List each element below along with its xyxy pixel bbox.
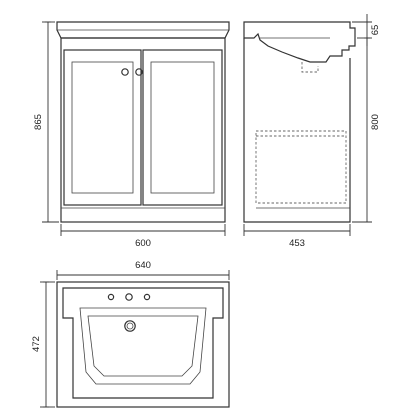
side-view: 65 800 453 [243, 14, 381, 249]
front-width-label: 600 [135, 238, 151, 249]
right-door-panel [150, 61, 215, 194]
basin-bowl [79, 307, 207, 385]
basin-waste-inner [126, 322, 134, 330]
basin-depth-dimension: 472 [31, 281, 55, 408]
front-view: 865 600 [33, 21, 230, 249]
basin-width-dimension: 640 [56, 260, 230, 280]
basin-inner-outline [62, 287, 224, 399]
basin-bowl-inner [87, 315, 199, 377]
side-cabinet-height-dimension: 800 [352, 38, 381, 223]
side-depth-label: 453 [289, 238, 305, 249]
left-door-panel [71, 61, 134, 194]
right-door [142, 49, 223, 206]
basin-waste-outer [124, 320, 136, 332]
front-width-dimension: 600 [60, 224, 226, 249]
basin-width-label: 640 [135, 260, 151, 271]
side-cabinet-height-label: 800 [370, 114, 381, 130]
basin-depth-label: 472 [31, 336, 42, 352]
side-basin-height-label: 65 [370, 25, 381, 36]
side-depth-dimension: 453 [243, 224, 351, 249]
basin-outline [56, 281, 230, 408]
tap-hole-left [107, 293, 115, 301]
right-door-knob [135, 68, 143, 76]
front-height-dimension: 865 [33, 21, 59, 223]
side-internal-shelf [255, 130, 347, 204]
tap-hole-center [125, 293, 133, 301]
basin-top-view: 640 472 [31, 260, 230, 408]
side-waste-trap [301, 62, 319, 73]
left-door [63, 49, 142, 206]
side-basin-height-dimension: 65 [352, 14, 381, 46]
left-door-knob [121, 68, 129, 76]
front-height-label: 865 [33, 114, 44, 130]
front-cabinet-body [60, 37, 226, 223]
side-cabinet-body [243, 38, 351, 223]
side-basin-profile [243, 21, 356, 63]
tap-hole-right [143, 293, 151, 301]
